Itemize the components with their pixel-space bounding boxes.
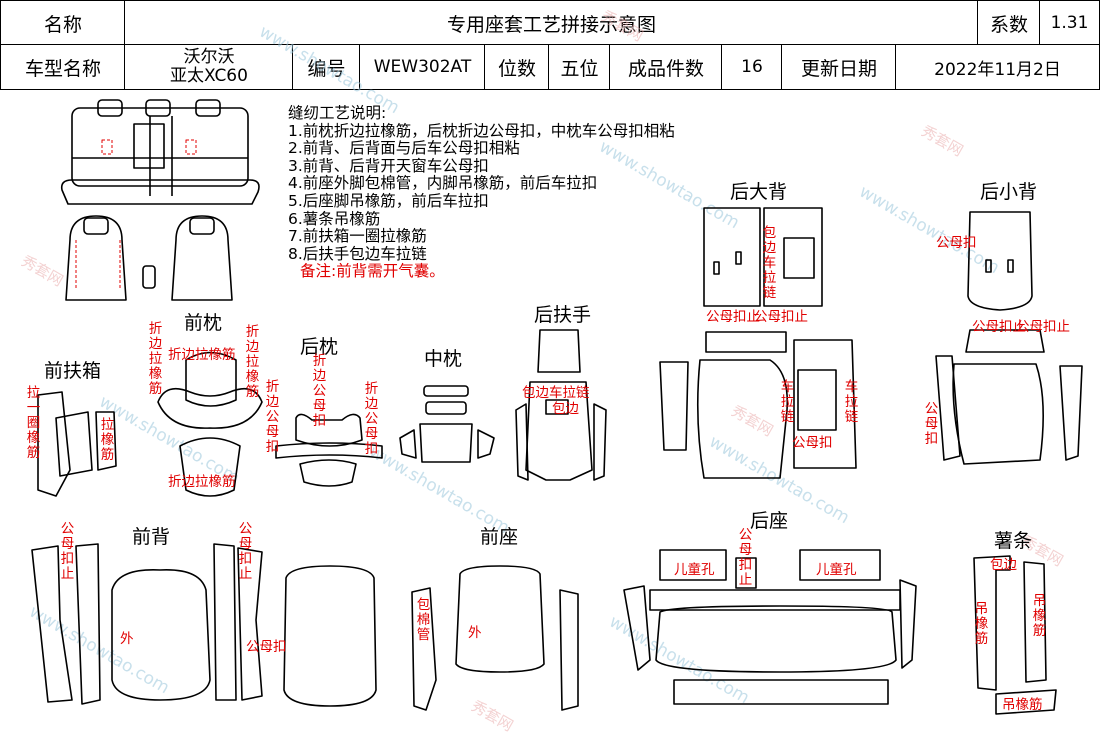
note-item: 6.薯条吊橡筋	[288, 209, 381, 228]
mid-pillow-pieces	[399, 385, 495, 463]
annotation-hang-elastic: 吊橡筋	[974, 601, 989, 647]
annotation-snap-stop: 公母扣止	[1016, 319, 1070, 335]
note-item: 4.前座外脚包棉管，内脚吊橡筋，前后车拉扣	[288, 174, 598, 193]
annotation-bind-cotton: 包棉管	[416, 597, 431, 643]
rear-big-back-pieces	[659, 207, 857, 479]
section-front-back: 前背	[132, 526, 171, 548]
date-value: 2022年11月2日	[895, 44, 1100, 90]
annotation-snap: 公母扣	[936, 235, 977, 251]
annotation-bind-zip-vertical: 包边车拉链	[762, 225, 777, 301]
section-front-pillow: 前枕	[184, 312, 223, 334]
pieces-label: 成品件数	[609, 44, 723, 90]
annotation-snap: 公母扣	[246, 639, 287, 655]
model-label: 车型名称	[0, 44, 126, 90]
pieces-value: 16	[721, 44, 783, 90]
fries-pieces	[973, 555, 1057, 715]
front-seats-overview	[65, 215, 233, 301]
factor-label: 系数	[977, 0, 1041, 46]
name-label: 名称	[0, 0, 126, 46]
section-mid-pillow: 中枕	[424, 348, 463, 370]
section-front-seat: 前座	[480, 526, 519, 548]
annotation-fold-snap: 折边公母扣	[364, 381, 379, 457]
section-rear-armrest: 后扶手	[534, 304, 592, 326]
annotation-car-zipper: 车拉链	[780, 379, 795, 425]
seats-value: 五位	[548, 44, 611, 90]
rear-seat-pieces	[623, 549, 917, 705]
model-line1: 沃尔沃	[183, 47, 235, 67]
annotation-outer: 外	[120, 631, 134, 647]
annotation-fold-snap: 折边公母扣	[312, 353, 327, 429]
annotation-snap-stop: 公母扣止	[738, 527, 753, 588]
annotation-snap-stop: 公母扣止	[60, 521, 75, 582]
front-pillow-pieces	[157, 351, 263, 497]
annotation-bind-edge: 包边	[990, 557, 1017, 573]
annotation-hang-elastic: 吊橡筋	[1002, 697, 1043, 713]
annotation-car-zipper: 车拉链	[844, 379, 859, 425]
notes-remark: 备注:前背需开气囊。	[300, 262, 445, 281]
note-item: 1.前枕折边拉橡筋，后枕折边公母扣，中枕车公母扣相粘	[288, 121, 675, 140]
note-item: 3.前背、后背开天窗车公母扣	[288, 156, 489, 175]
annotation-fold-elastic: 折边拉橡筋	[148, 321, 163, 397]
note-item: 7.前扶箱一圈拉橡筋	[288, 227, 427, 246]
annotation-pull-elastic: 拉橡筋	[100, 417, 115, 463]
annotation-snap: 公母扣	[792, 435, 833, 451]
rear-armrest-pieces	[515, 329, 607, 481]
note-item: 8.后扶手包边车拉链	[288, 244, 427, 263]
annotation-bind-zipper: 包边车拉链	[522, 385, 590, 401]
note-item: 5.后座脚吊橡筋，前后车拉扣	[288, 191, 489, 210]
annotation-child-hole: 儿童孔	[674, 562, 715, 578]
code-value: WEW302AT	[359, 44, 486, 90]
notes-heading: 缝纫工艺说明:	[288, 104, 387, 122]
annotation-hang-elastic: 吊橡筋	[1032, 593, 1047, 639]
rear-small-back-pieces	[935, 211, 1083, 465]
section-fries: 薯条	[994, 530, 1033, 552]
rear-bench-overview	[60, 99, 260, 205]
section-rear-pillow: 后枕	[300, 336, 339, 358]
section-rear-seat: 后座	[750, 510, 789, 532]
rear-pillow-pieces	[275, 413, 383, 487]
annotation-fold-elastic: 折边拉橡筋	[168, 347, 236, 363]
section-front-armbox: 前扶箱	[44, 360, 102, 382]
front-back-pieces	[31, 543, 377, 707]
page-title: 专用座套工艺拼接示意图	[124, 0, 979, 46]
annotation-snap-stop: 公母扣止	[706, 309, 760, 325]
annotation-snap: 公母扣	[924, 401, 939, 447]
section-rear-small-back: 后小背	[980, 181, 1038, 203]
note-item: 2.前背、后背面与后车公母扣相粘	[288, 139, 520, 158]
annotation-fold-snap: 折边公母扣	[265, 379, 280, 455]
annotation-fold-elastic-bottom: 折边拉橡筋	[168, 474, 236, 490]
factor-value: 1.31	[1039, 0, 1100, 46]
annotation-pull-elastic-loop: 拉一圈橡筋	[26, 385, 41, 461]
sewing-notes: 缝纫工艺说明: 1.前枕折边拉橡筋，后枕折边公母扣，中枕车公母扣相粘 2.前背、…	[288, 104, 675, 281]
seats-label: 位数	[484, 44, 550, 90]
model-value: 沃尔沃 亚太XC60	[124, 44, 294, 90]
annotation-bind-edge: 包边	[552, 401, 579, 417]
front-seat-pieces	[411, 565, 579, 711]
date-label: 更新日期	[781, 44, 897, 90]
annotation-snap-stop: 公母扣止	[238, 521, 253, 582]
section-rear-big-back: 后大背	[730, 181, 788, 203]
front-armbox-pieces	[37, 391, 117, 497]
code-label: 编号	[292, 44, 361, 90]
annotation-outer: 外	[468, 625, 482, 641]
annotation-snap-stop: 公母扣止	[754, 309, 808, 325]
annotation-snap-stop: 公母扣止	[972, 319, 1026, 335]
header-table: 名称 专用座套工艺拼接示意图 系数 1.31 车型名称 沃尔沃 亚太XC60 编…	[0, 0, 1100, 90]
annotation-fold-elastic: 折边拉橡筋	[245, 324, 260, 400]
annotation-child-hole: 儿童孔	[816, 562, 857, 578]
pattern-drawing	[31, 99, 1083, 715]
model-line2: 亚太XC60	[170, 66, 248, 86]
